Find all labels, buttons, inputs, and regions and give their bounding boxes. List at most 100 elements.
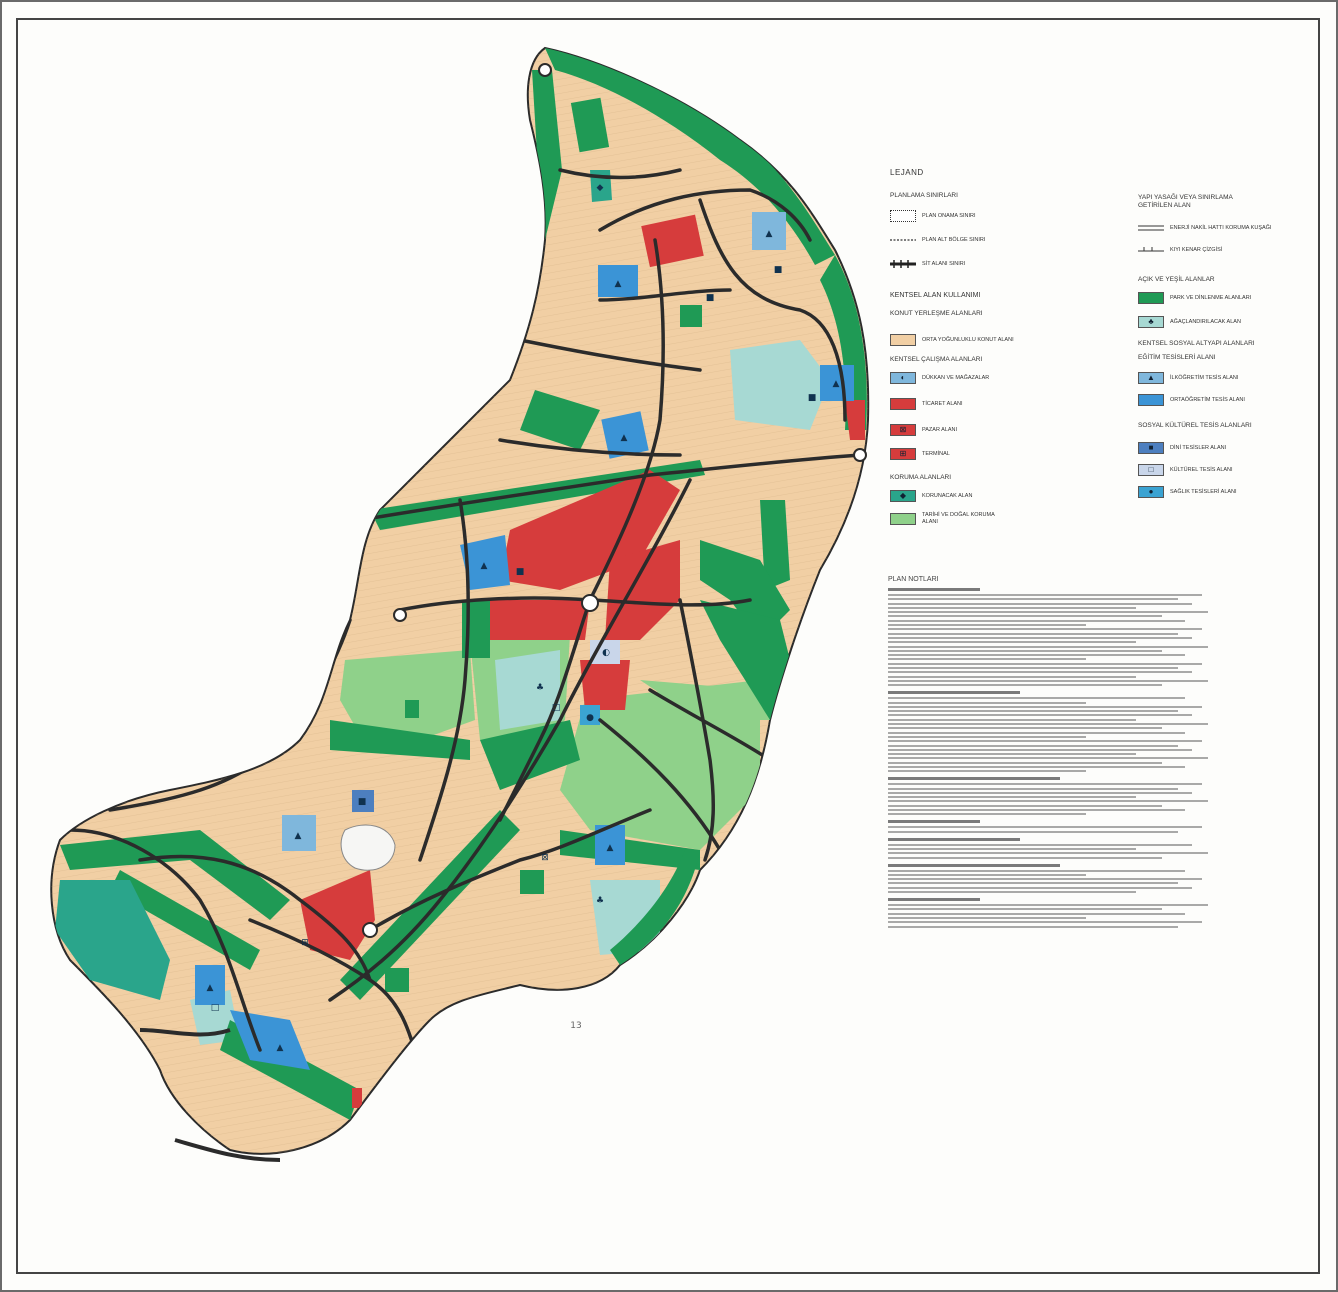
legend-green-heading: AÇIK VE YEŞİL ALANLAR [1138,276,1215,283]
note-line [888,916,1086,919]
note-line [888,744,1179,747]
mosque-icon: ■ [516,567,525,577]
legend-label: ORTAÖĞRETİM TESİS ALANI [1170,396,1245,403]
road-diagonal-sw [328,478,692,1002]
protect-icon: ◆ [899,491,907,501]
school-center-west [460,535,510,590]
note-line [888,757,1209,760]
school-icon: ▲ [277,1043,284,1053]
school-icon: ▲ [1147,373,1155,383]
note-line [888,679,1209,682]
note-line [888,800,1209,803]
note-line [888,684,1162,687]
swatch-secondary-school [1138,394,1164,406]
park-west-band [330,720,470,760]
note-line [888,886,1192,889]
legend-item-primary-school: ▲ İLKÖĞRETİM TESİS ALANI [1138,372,1238,384]
legend-label: İLKÖĞRETİM TESİS ALANI [1170,374,1239,381]
swatch-afforest: ♣ [1138,316,1164,328]
school-icon: ▲ [621,433,628,443]
terminal-icon: ⊞ [899,449,907,459]
legend-item-sub-region: PLAN ALT BÖLGE SINIRI [890,234,985,246]
mosque-icon: ■ [1148,443,1154,453]
market-icon: ⊠ [899,425,907,435]
commerce-center-east [605,540,680,640]
note-line [888,667,1179,670]
note-line [888,598,1179,601]
highway-stubs [139,1028,281,1162]
historic-zone-southeast [640,680,770,720]
legend-label: ORTA YOĞUNLUKLU KONUT ALANI [922,336,1014,343]
culture-icon: □ [552,703,561,713]
note-line [888,783,1202,786]
protect-icon: ◆ [597,183,604,193]
note-line [888,611,1209,614]
health-icon: ● [586,713,594,723]
road-ring-north [598,188,812,242]
mosque-icon: ■ [808,393,817,403]
afforest-zone-northeast [730,340,830,430]
highway-sw [139,1028,231,1037]
note-line [888,912,1185,915]
note-line [888,701,1086,704]
note-line [888,671,1192,674]
road-north-grid-4 [498,438,682,457]
commerce-south-tip [352,1088,362,1108]
note-section-heading [888,588,981,591]
tree-icon: ♣ [1148,317,1154,327]
park-north-rim [545,48,835,265]
legend-item-park: PARK VE DİNLENME ALANLARI [1138,292,1251,304]
note-line [888,796,1136,799]
school-south [195,965,225,1005]
mosque-icon: ■ [774,265,783,275]
note-line [888,594,1202,596]
swatch-market: ⊠ [890,424,916,436]
swatch-coast-line [1138,244,1164,256]
commerce-east-small [845,400,865,440]
note-line [888,675,1136,678]
park-sw-band [60,830,290,920]
note-line [888,740,1202,743]
historic-zone-west [340,650,475,740]
park-east-long [700,540,790,640]
legend-residential-heading: KONUT YERLEŞME ALANLARI [890,310,983,317]
note-line [888,904,1209,907]
swatch-park [1138,292,1164,304]
school-icon: ▲ [833,379,840,389]
legend-label: TİCARET ALANI [922,400,963,407]
note-line [888,632,1179,635]
note-line [888,658,1086,661]
legend-title: LEJAND [890,168,924,177]
roundabouts [362,63,867,938]
note-line [888,765,1185,768]
note-line [888,636,1192,639]
park-big-band [370,460,705,530]
note-line [888,606,1136,609]
roundabout-center [581,594,599,612]
road-north-grid-1 [558,168,682,180]
note-line [888,809,1185,812]
swatch-terminal: ⊞ [890,448,916,460]
commerce-south-center [580,660,630,710]
park-center-stripes [480,720,580,790]
school-north [752,212,786,250]
note-line [888,714,1192,717]
school-icon: ▲ [481,561,488,571]
note-line [888,925,1179,928]
legend-item-coast-line: KIYI KENAR ÇİZGİSİ [1138,244,1222,256]
drawing-mark: 13 [570,1021,581,1031]
note-line [888,891,1136,894]
note-line [888,830,1179,833]
legend-label: TARİHİ VE DOĞAL KORUMA ALANI [922,512,995,525]
legend-work-heading: KENTSEL ÇALIŞMA ALANLARI [890,356,983,363]
legend-item-health: ● SAĞLIK TESİSLERİ ALANI [1138,486,1237,498]
road-east-grid-1 [598,718,722,852]
note-line [888,735,1086,738]
legend-item-terminal: ⊞ TERMİNAL [890,448,950,460]
legend-label: AĞAÇLANDIRILACAK ALAN [1170,318,1241,325]
legend-item-commerce: TİCARET ALANI [890,398,963,410]
protected-zone-sw [55,880,170,1000]
roundabout-north [538,63,552,77]
